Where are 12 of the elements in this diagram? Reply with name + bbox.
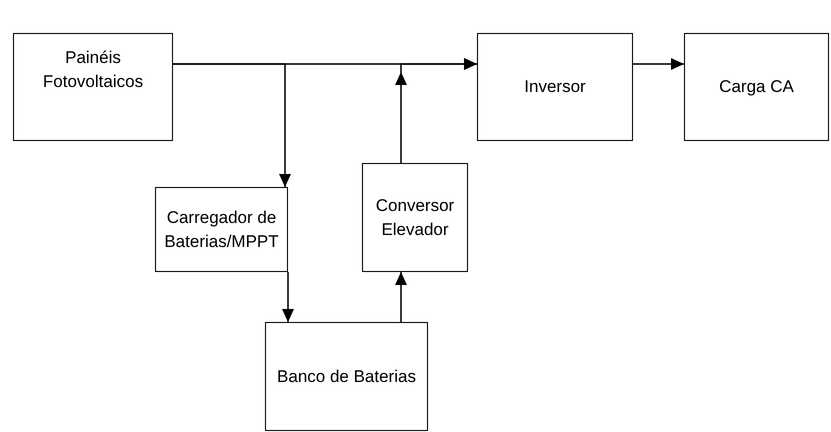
process-box bbox=[362, 163, 468, 272]
node-label: Painéis Fotovoltaicos bbox=[42, 47, 144, 93]
process-box bbox=[13, 33, 173, 141]
node-label: Carregador de Baterias/MPPT bbox=[163, 206, 280, 252]
process-box bbox=[477, 33, 633, 141]
node-label: Carga CA bbox=[719, 76, 794, 98]
node-label: Banco de Baterias bbox=[277, 366, 416, 388]
process-box bbox=[155, 187, 288, 272]
process-box bbox=[684, 33, 829, 141]
process-box bbox=[265, 322, 428, 431]
node-label: Inversor bbox=[524, 76, 586, 98]
node-label: Conversor Elevador bbox=[374, 194, 456, 240]
